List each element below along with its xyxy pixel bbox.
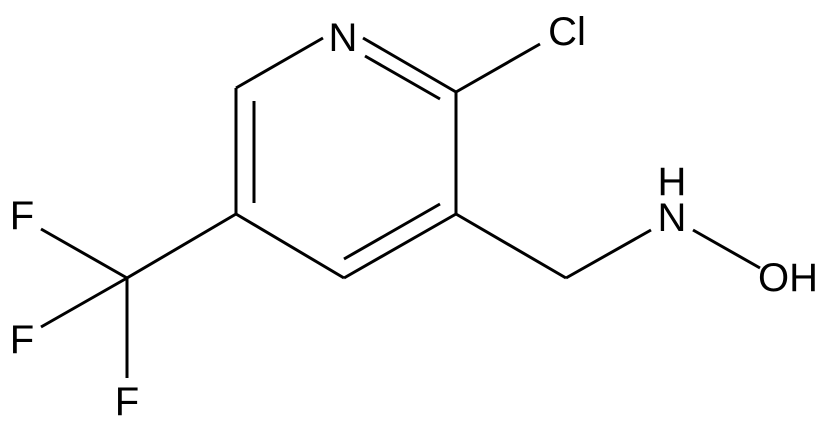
atom-label-f-upper: F [10, 194, 34, 238]
bond-c2-cl [455, 42, 541, 94]
bond-c5-cf3 [126, 212, 237, 280]
atom-label-h-amine: H [658, 160, 687, 204]
bond-c3-ch2 [455, 212, 567, 280]
bond-n-o [692, 228, 761, 270]
bond-c3-c4-inner [343, 202, 441, 261]
atom-label-oh: OH [758, 256, 818, 300]
bond-cf3-f2 [40, 276, 128, 329]
bond-c3-c4 [343, 212, 457, 280]
atom-label-f-lower: F [115, 380, 139, 424]
bond-cf3-f1 [40, 227, 128, 280]
atom-label-n-amine: N [658, 196, 687, 240]
bond-ch2-n [565, 228, 652, 280]
atom-label-cl: Cl [548, 10, 586, 54]
bond-n1-c2 [362, 36, 457, 94]
bond-n1-c2-inner [364, 54, 441, 101]
atom-label-n-ring: N [329, 16, 358, 60]
bond-c4-c5 [235, 212, 345, 280]
atom-label-f-middle: F [10, 318, 34, 362]
bond-c6-n1 [235, 36, 324, 90]
